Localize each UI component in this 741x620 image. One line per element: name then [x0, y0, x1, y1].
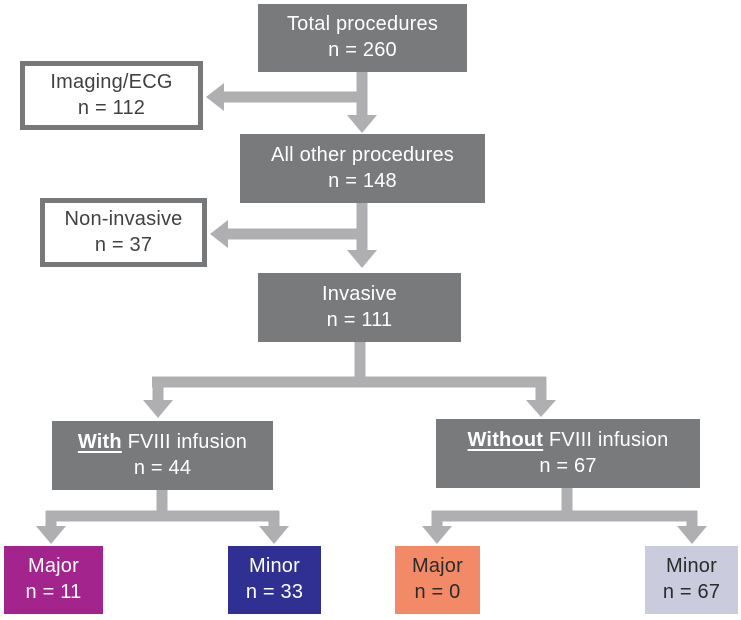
node-imaging-ecg: Imaging/ECG n = 112 [20, 61, 203, 130]
node-total-procedures: Total procedures n = 260 [258, 4, 467, 72]
node-all-other-procedures: All other procedures n = 148 [240, 134, 485, 203]
node-count: n = 44 [133, 456, 192, 479]
node-count: n = 37 [94, 233, 153, 256]
node-without-minor: Minor n = 67 [645, 546, 738, 614]
node-count: n = 111 [326, 308, 393, 331]
node-label: Major [27, 555, 79, 578]
node-count: n = 67 [539, 454, 597, 477]
label-rest: FVIII infusion [543, 428, 669, 451]
node-label: Non-invasive [64, 207, 183, 230]
node-non-invasive: Non-invasive n = 37 [40, 198, 207, 267]
emphasized-word: Without [467, 428, 544, 451]
node-with-fviii-infusion: With FVIII infusion n = 44 [52, 421, 273, 490]
node-count: n = 33 [245, 581, 304, 603]
node-label: Major [411, 555, 463, 578]
emphasized-word: With [77, 430, 122, 453]
node-label: Minor [665, 555, 717, 578]
node-label: All other procedures [271, 143, 454, 166]
node-count: n = 148 [328, 169, 397, 192]
connector-arrowheads [36, 83, 707, 544]
connector-lines [45, 71, 698, 528]
label-rest: FVIII infusion [121, 430, 248, 453]
node-label: Without FVIII infusion [468, 428, 669, 454]
node-label: Total procedures [286, 13, 439, 36]
node-count: n = 67 [662, 581, 721, 603]
node-label: With FVIII infusion [78, 430, 247, 456]
node-count: n = 0 [414, 581, 461, 603]
node-without-major: Major n = 0 [395, 546, 480, 614]
node-with-minor: Minor n = 33 [228, 546, 321, 614]
node-without-fviii-infusion: Without FVIII infusion n = 67 [436, 419, 700, 488]
node-invasive: Invasive n = 111 [258, 273, 461, 342]
node-with-major: Major n = 11 [4, 546, 103, 614]
node-label: Imaging/ECG [50, 70, 173, 93]
node-count: n = 11 [25, 581, 82, 603]
node-label: Minor [248, 555, 300, 578]
node-count: n = 260 [328, 39, 397, 61]
node-label: Invasive [322, 282, 397, 305]
node-count: n = 112 [77, 96, 146, 119]
